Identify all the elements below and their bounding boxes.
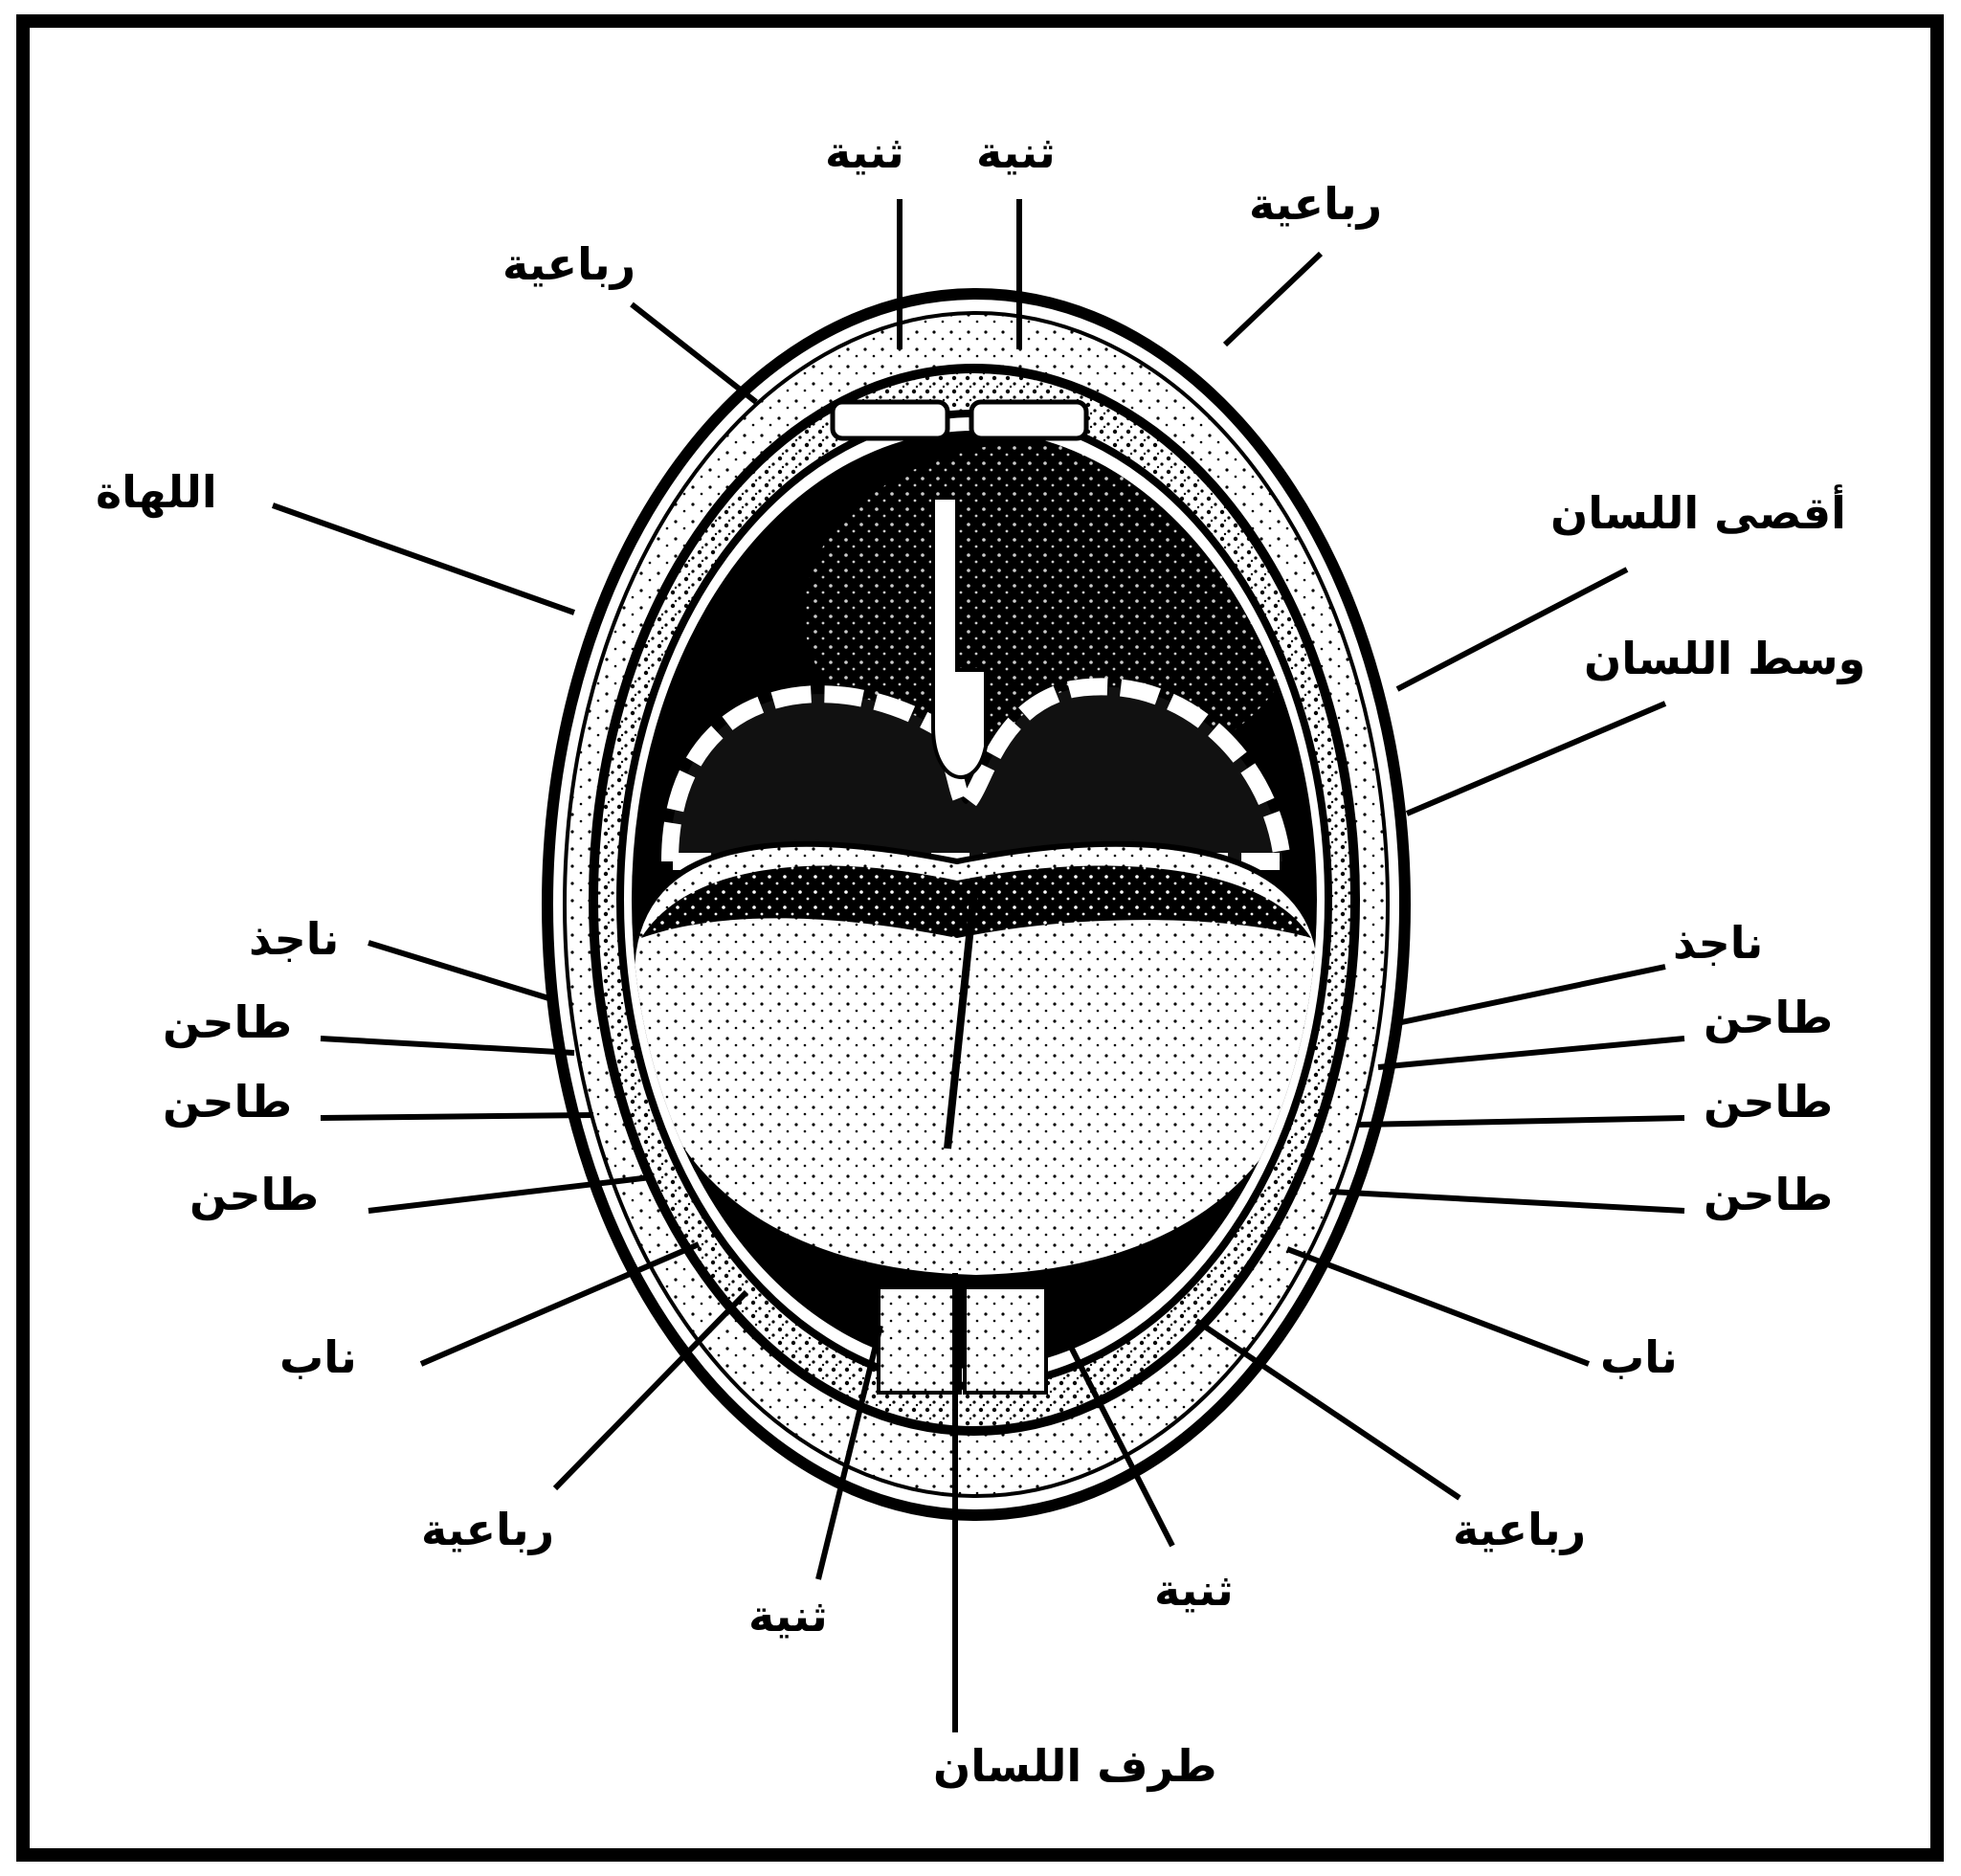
label-wisdom-tooth-left: ناجذ xyxy=(249,917,339,961)
label-molar-right-2: طاحن xyxy=(1704,1080,1833,1124)
upper-incisor-left xyxy=(833,402,947,438)
label-upper-lateral-incisor-left: رباعية xyxy=(502,242,635,286)
label-canine-right: ناب xyxy=(1600,1335,1678,1379)
label-upper-central-incisor-1: ثنية xyxy=(825,130,904,174)
label-molar-right-3: طاحن xyxy=(1704,1172,1833,1217)
lower-incisor-left xyxy=(879,1287,960,1393)
label-canine-left: ناب xyxy=(279,1335,357,1379)
label-molar-left-3: طاحن xyxy=(189,1172,319,1217)
label-wisdom-tooth-right: ناجذ xyxy=(1673,921,1763,965)
label-molar-left-2: طاحن xyxy=(163,1080,292,1124)
lower-incisor-right xyxy=(965,1287,1046,1393)
label-lower-lateral-incisor-left: رباعية xyxy=(421,1508,554,1552)
label-middle-of-tongue: وسط اللسان xyxy=(1584,636,1865,681)
label-upper-lateral-incisor-right: رباعية xyxy=(1249,182,1382,226)
label-molar-right-1: طاحن xyxy=(1704,995,1833,1039)
label-molar-left-1: طاحن xyxy=(163,1000,292,1044)
label-uvula: اللهاة xyxy=(96,470,217,514)
label-lower-central-incisor-1: ثنية xyxy=(748,1594,828,1638)
label-tip-of-tongue: طرف اللسان xyxy=(933,1744,1217,1788)
label-lower-central-incisor-2: ثنية xyxy=(1154,1568,1234,1612)
label-upper-central-incisor-2: ثنية xyxy=(976,130,1056,174)
upper-incisor-right xyxy=(971,402,1086,438)
label-lower-lateral-incisor-right: رباعية xyxy=(1453,1508,1586,1552)
label-back-of-tongue: أقصى اللسان xyxy=(1550,491,1846,535)
